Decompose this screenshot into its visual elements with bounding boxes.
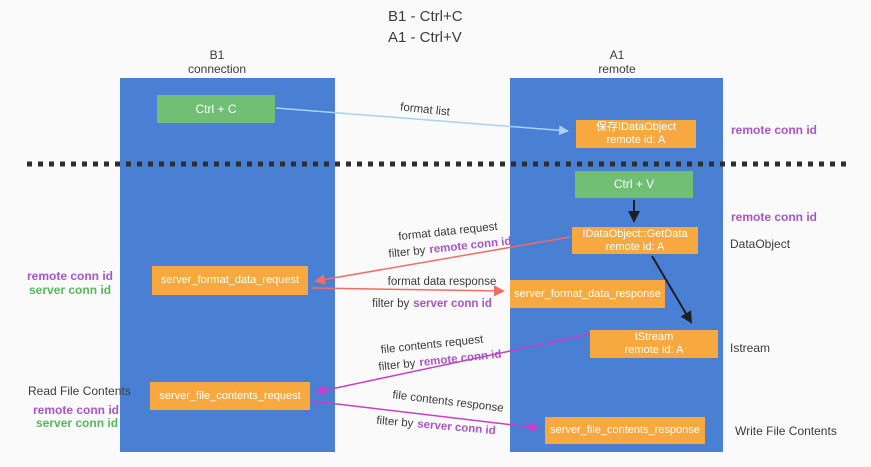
right-column-header: A1 remote: [562, 48, 672, 76]
node-server-file-contents-response: server_file_contents_response: [545, 417, 705, 444]
node-server-file-contents-response-label: server_file_contents_response: [550, 424, 700, 436]
node-server-file-contents-request-label: server_file_contents_request: [159, 389, 301, 402]
label-istream: Istream: [730, 341, 771, 355]
node-server-file-contents-request: server_file_contents_request: [150, 382, 310, 410]
node-server-format-data-response-label: server_format_data_response: [514, 287, 661, 300]
left-column-header: B1 connection: [162, 48, 272, 76]
label-read-file-contents: Read File Contents: [28, 384, 131, 398]
node-idataobject-getdata-line1: IDataObject::GetData: [582, 227, 688, 240]
flow-label-format-data-response: format data response: [387, 276, 497, 288]
filter-by-text: filter by: [372, 298, 410, 310]
node-istream: IStream remote id: A: [590, 330, 718, 358]
label-remote-conn-id-bottom-left: remote conn id: [33, 403, 120, 417]
node-ctrl-v: Ctrl + V: [575, 171, 693, 198]
diagram-title-line2: A1 - Ctrl+V: [388, 29, 462, 46]
filter-key-remote-conn-id: remote conn id: [418, 348, 503, 370]
node-server-format-data-request-label: server_format_data_request: [160, 274, 300, 286]
node-idataobject-getdata: IDataObject::GetData remote id: A: [572, 227, 698, 254]
filter-by-text: filter by: [375, 414, 414, 430]
node-save-dataobject-line2: remote id: A: [606, 134, 666, 146]
node-ctrl-c-label: Ctrl + C: [195, 101, 237, 116]
label-remote-conn-id-top-left: remote conn id: [27, 269, 114, 283]
label-server-conn-id-top-left: server conn id: [29, 283, 112, 297]
diagram-title-line1: B1 - Ctrl+C: [388, 8, 463, 25]
node-idataobject-getdata-line2: remote id: A: [605, 240, 665, 253]
label-dataobject: DataObject: [730, 237, 791, 251]
filter-key-server-conn-id: server conn id: [413, 298, 492, 310]
node-server-format-data-response: server_format_data_response: [510, 280, 665, 308]
node-istream-line2: remote id: A: [624, 344, 684, 356]
filter-by-text: filter by: [377, 357, 417, 374]
node-save-dataobject-line1: 保存IDataObject: [595, 121, 677, 133]
filter-key-server-conn-id: server conn id: [416, 418, 497, 438]
flow-label-file-contents-response: file contents response: [391, 389, 505, 415]
label-server-conn-id-bottom-left: server conn id: [36, 416, 119, 430]
right-column-name: A1: [609, 48, 625, 62]
filter-by-text: filter by: [387, 244, 427, 261]
flow-label-format-list: format list: [399, 101, 451, 119]
node-server-format-data-request: server_format_data_request: [152, 266, 308, 295]
label-write-file-contents: Write File Contents: [735, 424, 837, 438]
node-ctrl-c: Ctrl + C: [157, 95, 275, 123]
format-response-arrow: [311, 285, 505, 297]
node-ctrl-v-label: Ctrl + V: [613, 177, 655, 191]
label-remote-conn-id-mid-right: remote conn id: [731, 210, 818, 224]
right-column-subtitle: remote: [598, 62, 636, 76]
label-remote-conn-id-top-right: remote conn id: [731, 123, 818, 137]
diagram-title: B1 - Ctrl+C A1 - Ctrl+V: [388, 6, 463, 48]
left-column-subtitle: connection: [187, 62, 247, 76]
node-istream-line1: IStream: [634, 331, 674, 343]
left-column-name: B1: [209, 48, 225, 62]
node-save-dataobject: 保存IDataObject remote id: A: [576, 120, 696, 148]
